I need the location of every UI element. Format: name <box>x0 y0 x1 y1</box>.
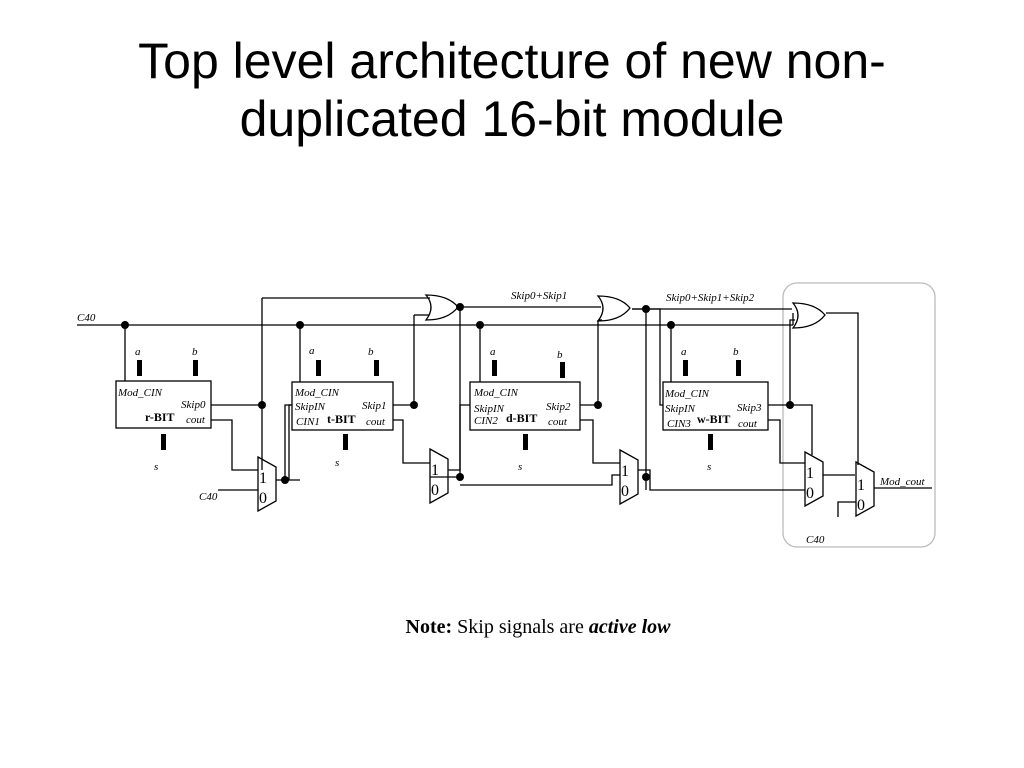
t-bit-cout-label: cout <box>366 416 386 428</box>
block-t-bit <box>291 381 394 431</box>
mux-2 <box>429 447 449 505</box>
or-gate-1 <box>424 294 459 321</box>
mux-3-one: 1 <box>621 463 629 480</box>
d-bit-skipin-label: SkipIN <box>474 403 505 415</box>
block-d-bit <box>469 381 581 431</box>
r-bit-b-label: b <box>192 346 198 358</box>
or-gate-2 <box>596 295 631 322</box>
title-line-2: duplicated 16-bit module <box>239 91 785 147</box>
w-bit-sum-label: s <box>707 461 711 473</box>
t-bit-skip-label: Skip1 <box>362 400 386 412</box>
note-text: Skip signals are <box>457 616 584 638</box>
d-bit-cout-label: cout <box>548 416 568 428</box>
d-bit-b-label: b <box>557 349 563 361</box>
mux-1-one: 1 <box>259 470 267 487</box>
w-bit-skip-label: Skip3 <box>737 402 762 414</box>
t-bit-b-label: b <box>368 346 374 358</box>
note-emphasis: active low <box>588 616 671 638</box>
r-bit-sum-label: s <box>154 461 158 473</box>
io-stubs <box>137 360 741 450</box>
w-bit-cout-label: cout <box>738 418 758 430</box>
mux-2-zero: 0 <box>431 482 439 499</box>
mux-3 <box>619 448 639 506</box>
w-bit-name: w-BIT <box>697 412 730 426</box>
d-bit-modcin-label: Mod_CIN <box>473 387 519 399</box>
r-bit-modcin-label: Mod_CIN <box>117 387 163 399</box>
mux-final-zero: 0 <box>857 497 865 514</box>
t-bit-skipin-label: SkipIN <box>295 401 326 413</box>
w-bit-cin-label: CIN3 <box>667 418 691 430</box>
w-bit-modcin-label: Mod_CIN <box>664 388 710 400</box>
r-bit-a-label: a <box>135 346 141 358</box>
r-bit-skip-label: Skip0 <box>181 399 206 411</box>
mux-final-one: 1 <box>857 477 865 494</box>
w-bit-b-label: b <box>733 346 739 358</box>
note-label: Note: <box>405 616 453 638</box>
or-gate-3 <box>791 302 826 329</box>
mux-1-zero: 0 <box>259 490 267 507</box>
or-out-1-label: Skip0+Skip1 <box>511 290 567 302</box>
c40-mux1-label: C40 <box>199 491 218 503</box>
mux-1 <box>257 455 277 513</box>
mux-4-one: 1 <box>806 465 814 482</box>
slide-title: Top level architecture of new non- dupli… <box>60 32 964 148</box>
w-bit-a-label: a <box>681 346 687 358</box>
r-bit-name: r-BIT <box>145 410 175 424</box>
t-bit-name: t-BIT <box>327 412 356 426</box>
t-bit-cin-label: CIN1 <box>296 416 320 428</box>
mod-cout-label: Mod_cout <box>879 476 926 488</box>
final-stage-group-box <box>782 282 936 548</box>
note: Note: Skip signals are active low <box>0 616 1024 639</box>
junction-dots <box>121 303 794 484</box>
title-line-1: Top level architecture of new non- <box>138 33 886 89</box>
c40-final-label: C40 <box>806 534 825 546</box>
mux-4 <box>804 450 824 508</box>
d-bit-skip-label: Skip2 <box>546 401 571 413</box>
c40-input-label: C40 <box>77 312 96 324</box>
mux-3-zero: 0 <box>621 483 629 500</box>
mux-final <box>855 460 875 518</box>
or-out-2-label: Skip0+Skip1+Skip2 <box>666 292 755 304</box>
mux-2-one: 1 <box>431 462 439 479</box>
block-w-bit <box>662 381 769 431</box>
d-bit-cin-label: CIN2 <box>474 415 498 427</box>
w-bit-skipin-label: SkipIN <box>665 403 696 415</box>
t-bit-a-label: a <box>309 345 315 357</box>
r-bit-cout-label: cout <box>186 414 206 426</box>
d-bit-name: d-BIT <box>506 411 537 425</box>
t-bit-modcin-label: Mod_CIN <box>294 387 340 399</box>
d-bit-sum-label: s <box>518 461 522 473</box>
d-bit-a-label: a <box>490 346 496 358</box>
mux-4-zero: 0 <box>806 485 814 502</box>
t-bit-sum-label: s <box>335 457 339 469</box>
